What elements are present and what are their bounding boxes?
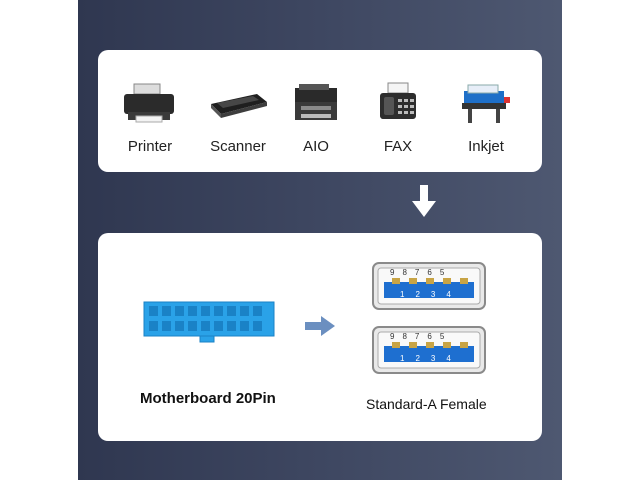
device-label: AIO <box>303 138 329 155</box>
pin-number: 4 <box>446 354 451 363</box>
device-inkjet: Inkjet <box>446 78 526 155</box>
pin-number: 3 <box>430 290 436 299</box>
pin-number: 6 <box>427 268 432 277</box>
pin-number: 1 <box>400 290 405 299</box>
motherboard-panel <box>136 258 296 424</box>
device-label: Inkjet <box>468 138 504 155</box>
bottom-pin-numbers: 1 2 3 4 <box>400 354 451 363</box>
device-label: FAX <box>383 138 413 155</box>
top-pin-numbers: 9 8 7 6 5 <box>390 268 444 277</box>
pin-number: 7 <box>414 332 420 341</box>
pin-number: 5 <box>439 268 445 277</box>
usb-a-port-icon <box>372 326 486 374</box>
pin-number: 8 <box>402 268 407 277</box>
bottom-pin-numbers: 1 2 3 4 <box>400 290 451 299</box>
device-label: Printer <box>127 138 173 155</box>
pin-number: 5 <box>439 332 445 341</box>
pin-number: 2 <box>415 354 420 363</box>
pin-number: 2 <box>415 290 420 299</box>
pin-number: 8 <box>402 332 407 341</box>
pin-number: 1 <box>400 354 405 363</box>
printer-icon <box>124 83 174 123</box>
device-scanner: Scanner <box>198 78 278 155</box>
pin-number: 9 <box>390 332 395 341</box>
aio-icon <box>295 84 337 120</box>
device-aio: AIO <box>276 78 356 155</box>
pin-number: 6 <box>427 332 432 341</box>
pin-number: 9 <box>390 268 395 277</box>
fax-icon <box>380 82 416 119</box>
right-arrow-icon <box>305 316 335 336</box>
usb-port-top: 9 8 7 6 5 1 2 3 4 <box>372 262 486 310</box>
device-fax: FAX <box>358 78 438 155</box>
usb-port-bottom: 9 8 7 6 5 1 2 3 4 <box>372 326 486 374</box>
pin-number: 4 <box>446 290 451 299</box>
device-label: Scanner <box>210 138 266 155</box>
usb-a-port-icon <box>372 262 486 310</box>
top-pin-numbers: 9 8 7 6 5 <box>390 332 444 341</box>
pin-number: 7 <box>414 268 420 277</box>
inkjet-icon <box>462 84 510 123</box>
pin-number: 3 <box>430 354 436 363</box>
down-arrow-icon <box>412 185 436 217</box>
motherboard-label: Motherboard 20Pin <box>140 390 276 407</box>
port-label: Standard-A Female <box>366 396 487 412</box>
scanner-icon <box>211 94 267 118</box>
motherboard-connector-icon <box>143 301 275 343</box>
device-printer: Printer <box>110 78 190 155</box>
